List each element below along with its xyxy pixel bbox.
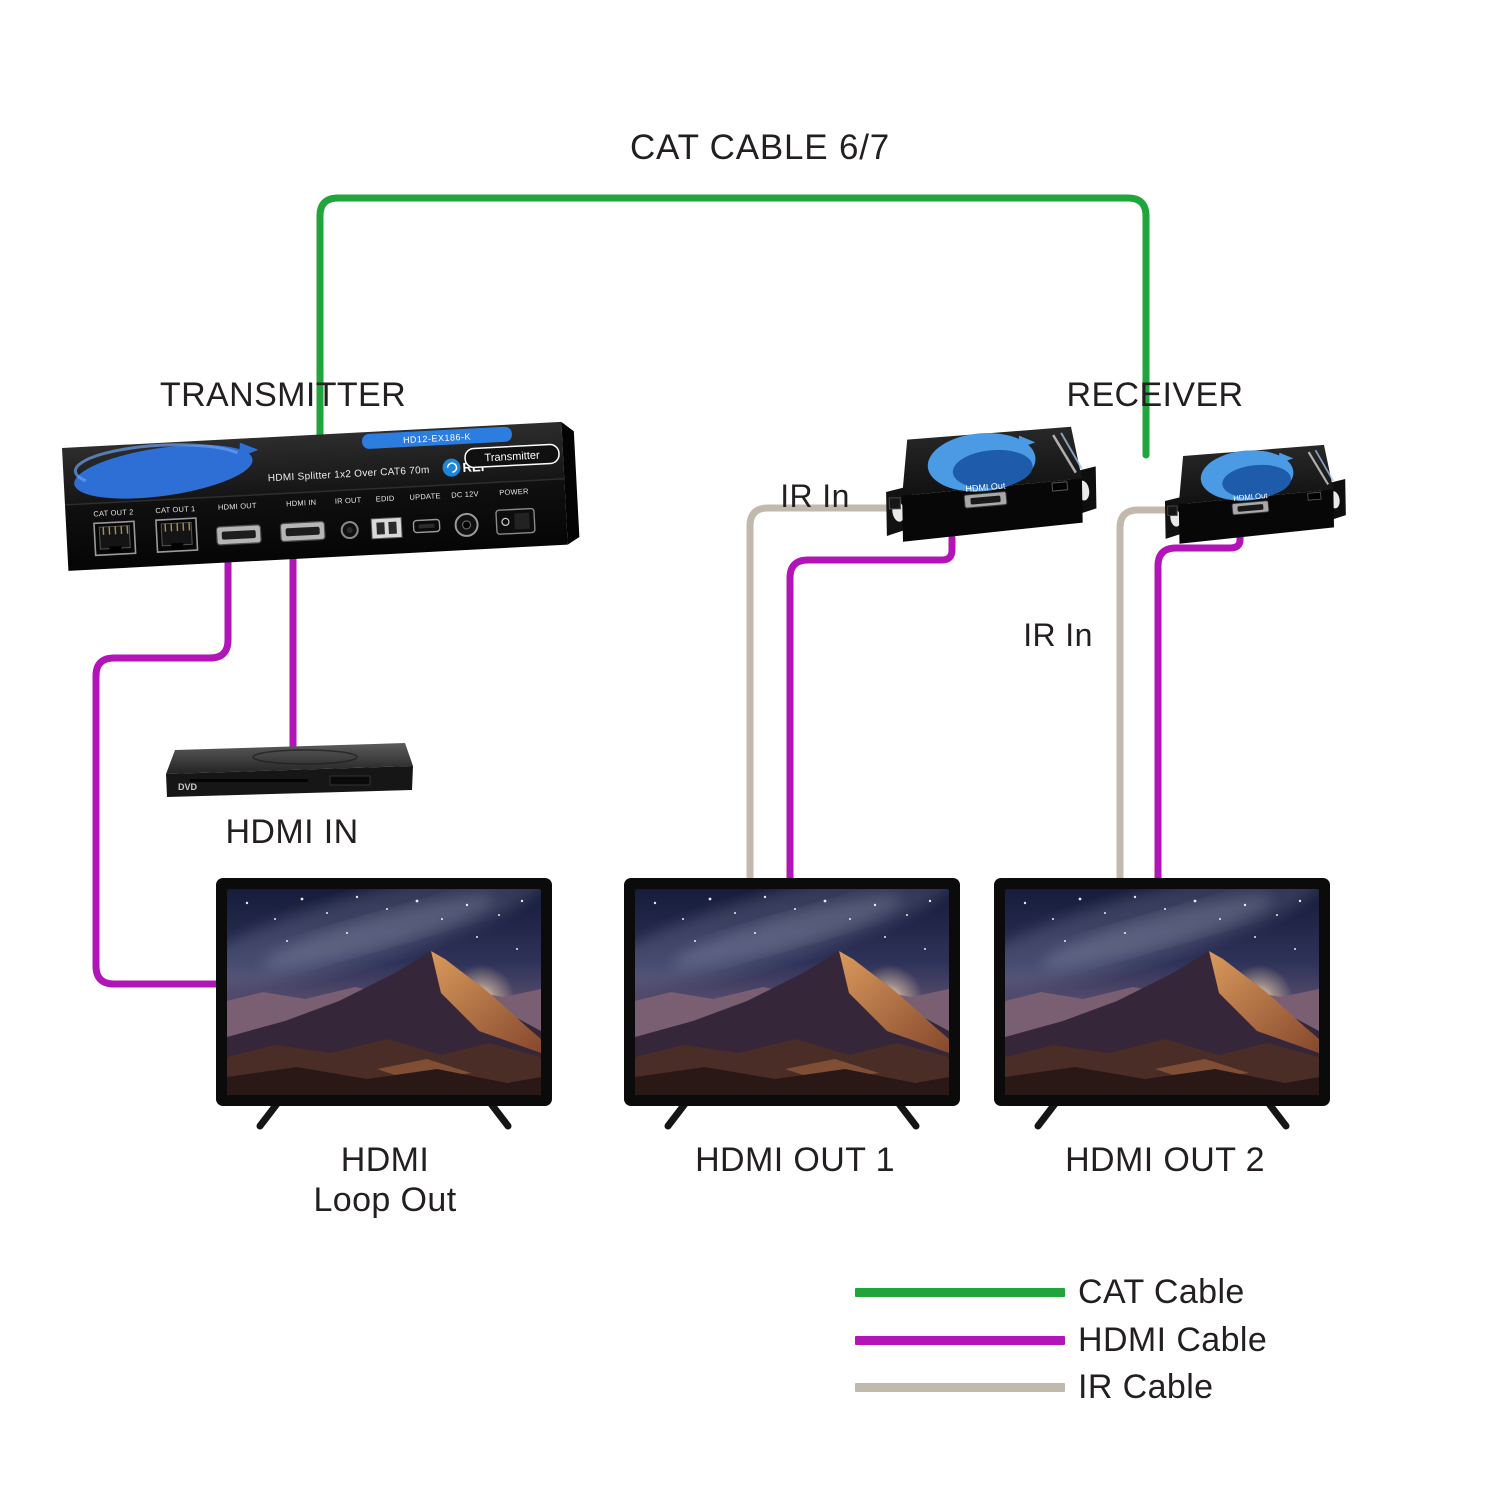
dvd-disc-slot — [190, 779, 308, 782]
cables — [92, 194, 1244, 988]
ir-in-label-right: IR In — [1023, 617, 1093, 653]
tv-hdmi-out-1 — [583, 842, 967, 1126]
cat-cable-title: CAT CABLE 6/7 — [629, 128, 891, 167]
hdmi-cable-out1 — [786, 534, 956, 892]
port-label-ir-out: IR OUT — [335, 495, 362, 505]
legend-swatch-hdmi — [855, 1336, 1065, 1345]
port-label-update: UPDATE — [409, 491, 441, 502]
ir-cable-2 — [1116, 506, 1176, 892]
orei-swoosh-icon — [73, 442, 259, 499]
tv-loop-out-label: HDMI Loop Out — [313, 1140, 456, 1220]
transmitter-label: TRANSMITTER — [159, 376, 407, 414]
tv-loop-out — [175, 842, 559, 1126]
receiver-unit-1 — [883, 425, 1099, 544]
tv-hdmi-out-1-label: HDMI OUT 1 — [695, 1141, 895, 1179]
hdmi-cable-loop-out — [92, 541, 232, 988]
rj45-port-cat-out-1 — [155, 517, 199, 553]
port-label-hdmi-out: HDMI OUT — [218, 501, 257, 512]
transmitter-device: HDMI Splitter 1x2 Over CAT6 70m REI HD12… — [62, 421, 580, 571]
ir-in-label-left: IR In — [780, 478, 850, 514]
legend-label-ir: IR Cable — [1078, 1368, 1214, 1406]
port-label-cat-out-1: CAT OUT 1 — [155, 504, 196, 515]
hdmi-port-out — [215, 524, 262, 546]
port-label-power: POWER — [499, 487, 529, 498]
legend-label-hdmi: HDMI Cable — [1078, 1321, 1268, 1359]
port-label-hdmi-in: HDMI IN — [286, 498, 317, 509]
tv-loop-out-label-line1: HDMI — [340, 1141, 430, 1179]
transmitter-model-text: HD12-EX186-K — [403, 432, 471, 446]
update-usb-port — [412, 518, 441, 534]
dvd-logo-text: DVD — [178, 782, 198, 792]
legend-swatch-ir — [855, 1383, 1065, 1392]
transmitter-model-badge: HD12-EX186-K — [362, 426, 512, 449]
hdmi-cable-out2 — [1154, 524, 1244, 892]
ir-out-jack — [340, 521, 359, 540]
port-label-edid: EDID — [376, 494, 396, 504]
tv-hdmi-out-2 — [953, 842, 1337, 1126]
transmitter-name-badge: Transmitter — [464, 443, 560, 469]
legend-label-cat: CAT Cable — [1078, 1273, 1245, 1311]
port-label-cat-out-2: CAT OUT 2 — [93, 507, 134, 518]
dvd-player: DVD — [166, 743, 413, 797]
dvd-display — [329, 775, 371, 786]
receiver-label: RECEIVER — [1066, 376, 1244, 414]
tv-loop-out-label-line2: Loop Out — [313, 1181, 457, 1219]
hdmi-in-label: HDMI IN — [225, 813, 359, 851]
ir-cable-1 — [746, 504, 904, 892]
dvd-top — [166, 743, 413, 774]
transmitter-ports: CAT OUT 2 CAT OUT 1 HDMI OUT HDMI IN IR … — [93, 487, 536, 557]
transmitter-side — [561, 421, 580, 545]
rj45-port-cat-out-2 — [93, 520, 137, 557]
hdmi-port-in — [279, 520, 326, 543]
port-label-dc-12v: DC 12V — [451, 489, 479, 499]
power-switch — [495, 507, 536, 535]
transmitter-name-badge-text: Transmitter — [484, 450, 540, 465]
cat-cable-run — [316, 194, 1150, 459]
receiver-unit-2 — [1162, 443, 1348, 546]
edid-dip-switch — [370, 516, 403, 540]
tv-hdmi-out-2-label: HDMI OUT 2 — [1065, 1141, 1265, 1179]
legend-swatch-cat — [855, 1288, 1065, 1297]
dc-power-jack — [454, 512, 479, 537]
legend-swatches — [855, 1288, 1065, 1392]
